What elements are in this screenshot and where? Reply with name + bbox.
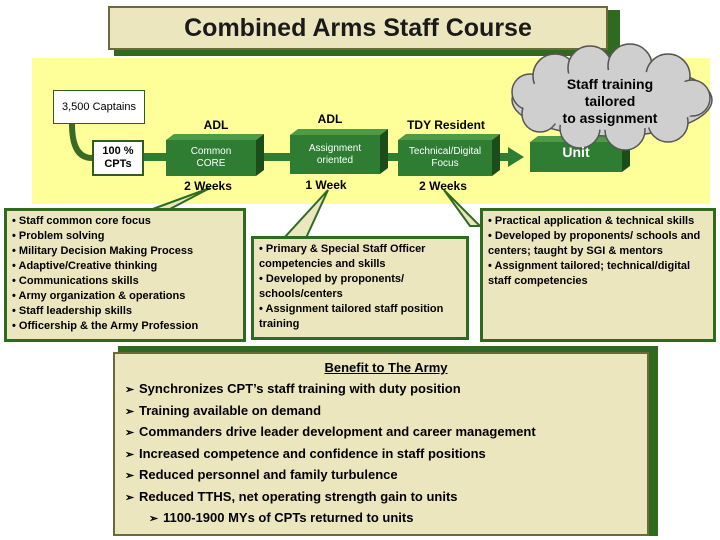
benefit-item: ➢ Increased competence and confidence in …: [125, 444, 647, 466]
cpt-percent: 100 %: [102, 145, 134, 157]
unit-label: Unit: [562, 144, 590, 160]
pointer-resident: [443, 189, 483, 227]
benefit-title: Benefit to The Army: [324, 360, 448, 375]
callout-core: • Staff common core focus • Problem solv…: [4, 208, 246, 342]
arrow-bullet-icon: ➢: [125, 405, 135, 418]
stage-3-block-line1: Technical/Digital: [408, 146, 482, 157]
callout-core-item: • Adaptive/Creative thinking: [12, 260, 158, 272]
callout-assignment-item: • Developed by proponents/ schools/cente…: [259, 273, 405, 300]
stage-2-block-line2: oriented: [316, 155, 354, 166]
cloud-line3: to assignment: [562, 110, 658, 126]
benefit-item-text: Reduced personnel and family turbulence: [139, 467, 398, 482]
stage-block-technical: [398, 134, 500, 176]
benefit-panel: Benefit to The Army ➢ Synchronizes CPT’s …: [113, 352, 649, 536]
callout-core-item: • Army organization & operations: [12, 290, 186, 302]
cpt-label: CPTs: [104, 158, 132, 170]
stage-1-block-line2: CORE: [196, 158, 226, 169]
callout-core-item: • Communications skills: [12, 275, 139, 287]
callout-resident-item: • Developed by proponents/ schools and c…: [488, 230, 701, 257]
cpt-box: 100 % CPTs: [92, 140, 144, 176]
cloud-line1: Staff training: [566, 76, 654, 92]
callout-core-item: • Officership & the Army Profession: [12, 320, 199, 332]
stage-1-duration: 2 Weeks: [184, 179, 232, 193]
benefit-item: ➢ Synchronizes CPT’s staff training with …: [125, 379, 647, 401]
benefit-item-text: Commanders drive leader development and …: [139, 424, 536, 439]
arrow-bullet-icon: ➢: [149, 513, 159, 525]
benefit-item-text: Reduced TTHS, net operating strength gai…: [139, 488, 458, 504]
benefit-item: ➢ Reduced personnel and family turbulence: [125, 465, 647, 487]
benefit-item-text: Increased competence and confidence in s…: [139, 445, 486, 461]
flow-arrow-head: [508, 147, 524, 167]
callout-resident: • Practical application & technical skil…: [480, 208, 716, 342]
callout-assignment: • Primary & Special Staff Officer compet…: [251, 236, 469, 340]
benefit-item-text: Training available on demand: [139, 402, 322, 418]
stage-block-assignment: [290, 129, 388, 174]
callout-resident-item: • Assignment tailored; technical/digital…: [488, 260, 691, 287]
stage-1-top-label: ADL: [203, 118, 229, 132]
stage-2-block-line1: Assignment: [308, 143, 362, 154]
arrow-bullet-icon: ➢: [125, 427, 135, 439]
benefit-item-text: Synchronizes CPT’s staff training with d…: [139, 381, 461, 396]
stage-1-block-text: Common CORE: [166, 146, 256, 170]
arrow-bullet-icon: ➢: [125, 470, 135, 482]
captains-connector: [69, 123, 93, 161]
arrow-bullet-icon: ➢: [125, 384, 135, 396]
benefit-sub-item: ➢ 1100-1900 MYs of CPTs returned to units: [125, 508, 647, 530]
pointer-assignment: [281, 189, 329, 239]
stage-3-block-text: Technical/Digital Focus: [398, 146, 492, 170]
stage-block-common-core: [166, 134, 264, 176]
stage-3-block-line2: Focus: [431, 158, 459, 169]
stage-2-duration: 1 Week: [305, 178, 347, 192]
callout-core-item: • Problem solving: [12, 230, 105, 242]
page-title: Combined Arms Staff Course: [108, 6, 608, 50]
stage-3-top-label: TDY Resident: [407, 118, 485, 132]
callout-core-item: • Military Decision Making Process: [12, 245, 194, 257]
stage-2-block-text: Assignment oriented: [290, 143, 380, 167]
stage-3-duration: 2 Weeks: [419, 179, 467, 193]
arrow-bullet-icon: ➢: [125, 448, 135, 461]
callout-resident-item: • Practical application & technical skil…: [488, 215, 695, 227]
callout-core-item: • Staff common core focus: [12, 215, 151, 227]
cloud-fill: [520, 70, 704, 130]
cloud-line2: tailored: [584, 93, 636, 109]
stage-2-top-label: ADL: [317, 112, 343, 126]
callout-core-item: • Staff leadership skills: [12, 305, 133, 317]
arrow-bullet-icon: ➢: [125, 491, 135, 504]
cloud-label: Staff training tailored to assignment: [548, 76, 672, 127]
benefit-item: ➢ Commanders drive leader development and…: [125, 422, 647, 444]
benefit-item: ➢ Reduced TTHS, net operating strength ga…: [125, 487, 647, 509]
captains-box: 3,500 Captains: [53, 90, 145, 124]
benefit-item: ➢ Training available on demand: [125, 401, 647, 423]
benefit-sub-item-text: 1100-1900 MYs of CPTs returned to units: [163, 510, 414, 525]
stage-1-block-line1: Common: [190, 146, 232, 157]
callout-assignment-item: • Primary & Special Staff Officer compet…: [259, 243, 426, 270]
callout-assignment-item: • Assignment tailored staff position tra…: [259, 303, 444, 330]
